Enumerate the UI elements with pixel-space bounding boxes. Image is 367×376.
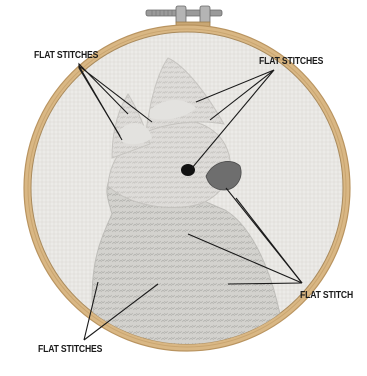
label-flat-stitches-top-left: FLAT STITCHES <box>34 49 98 61</box>
label-flat-stitches-top-right: FLAT STITCHES <box>259 55 323 67</box>
label-flat-stitch-right: FLAT STITCH <box>300 289 353 301</box>
label-flat-stitches-bottom-left: FLAT STITCHES <box>38 343 102 355</box>
cat-eye <box>181 164 195 176</box>
